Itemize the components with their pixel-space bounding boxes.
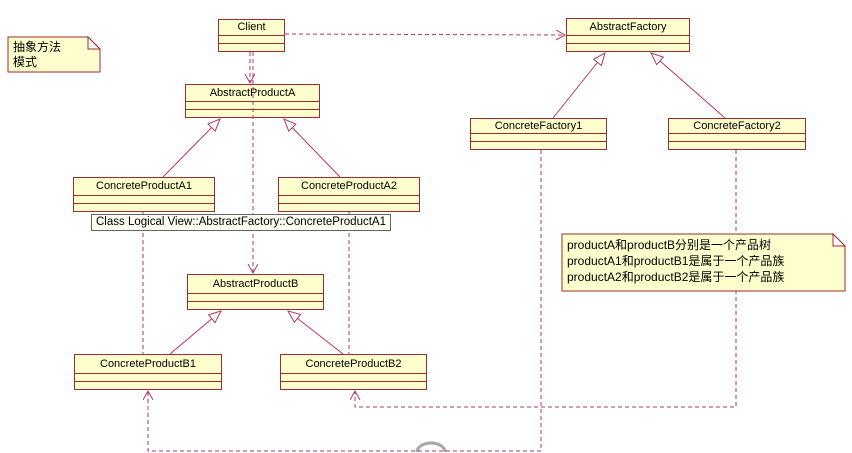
operations-compartment [669,141,805,149]
note-line: productA2和productB2是属于一个产品族 [567,270,785,284]
class-name-abstractproducta: AbstractProductA [209,86,296,99]
class-name-abstractfactory: AbstractFactory [589,20,667,33]
class-box-concreteproductb1[interactable]: ConcreteProductB1 [74,354,222,390]
note-line: productA和productB分别是一个产品树 [567,238,772,252]
class-name-client: Client [237,21,266,33]
class-box-concreteproductb2[interactable]: ConcreteProductB2 [280,354,427,390]
operations-compartment [471,141,606,149]
attributes-compartment [186,101,319,109]
class-name-concretefactory1: ConcreteFactory1 [494,119,583,132]
note-line: productA1和productB1是属于一个产品族 [567,254,785,268]
operations-compartment [567,43,689,51]
attributes-compartment [219,35,284,43]
class-name-abstractproductb: AbstractProductB [212,277,299,290]
class-box-abstractproductb[interactable]: AbstractProductB [187,274,324,310]
operations-compartment [279,203,419,211]
class-box-concreteproducta1[interactable]: ConcreteProductA1 [73,177,215,212]
attributes-compartment [567,35,689,43]
class-box-client[interactable]: Client [218,19,285,52]
class-path-tooltip: Class Logical View::AbstractFactory::Con… [91,214,391,231]
class-name-concreteproductb1: ConcreteProductB1 [100,357,196,370]
operations-compartment [186,109,319,117]
class-box-abstractfactory[interactable]: AbstractFactory [566,18,690,52]
pattern-note-text: 抽象方法 模式 [13,40,61,70]
class-name-concreteproducta1: ConcreteProductA1 [96,180,192,192]
note-line: 模式 [13,55,38,69]
attributes-compartment [74,195,214,203]
class-name-concreteproducta2: ConcreteProductA2 [301,180,397,192]
class-box-concretefactory2[interactable]: ConcreteFactory2 [668,118,806,150]
product-note-text: productA和productB分别是一个产品树 productA1和prod… [567,237,784,285]
operations-compartment [75,381,221,389]
attributes-compartment [188,293,323,301]
attributes-compartment [471,133,606,141]
attributes-compartment [75,373,221,381]
operations-compartment [219,43,284,51]
attributes-compartment [281,373,426,381]
class-name-concretefactory2: ConcreteFactory2 [693,119,781,132]
class-box-concretefactory1[interactable]: ConcreteFactory1 [470,118,607,150]
operations-compartment [188,301,323,309]
attributes-compartment [669,133,805,141]
class-name-concreteproductb2: ConcreteProductB2 [305,357,402,370]
note-line: 抽象方法 [13,40,62,54]
attributes-compartment [279,195,419,203]
operations-compartment [281,381,426,389]
class-box-abstractproducta[interactable]: AbstractProductA [185,84,320,118]
class-box-concreteproducta2[interactable]: ConcreteProductA2 [278,177,420,212]
operations-compartment [74,203,214,211]
